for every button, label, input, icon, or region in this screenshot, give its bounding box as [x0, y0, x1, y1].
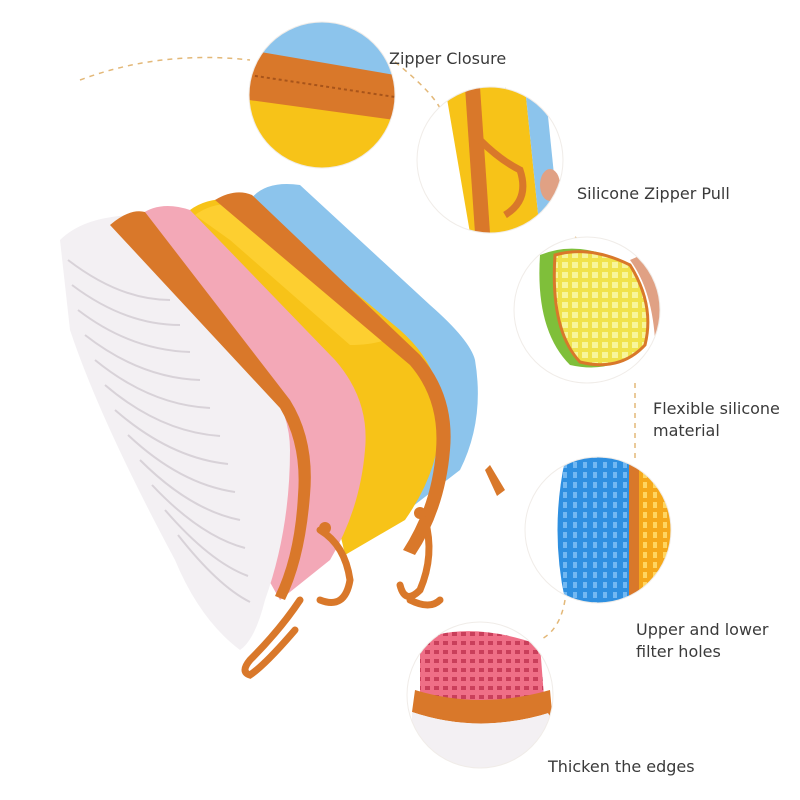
label-thicken-edges: Thicken the edges [548, 757, 695, 776]
label-zipper-closure: Zipper Closure [389, 49, 507, 68]
flexible-silicone-detail-photo [514, 237, 660, 383]
zipper-closure-detail-photo [249, 22, 395, 168]
label-filter-holes: Upper and lower filter holes [636, 620, 769, 661]
thicken-edges-detail-photo [407, 622, 553, 768]
label-silicone-zipper-pull: Silicone Zipper Pull [577, 184, 730, 203]
filter-holes-detail-photo [525, 457, 671, 603]
zipper-pull-detail-photo [417, 87, 563, 233]
label-flexible-silicone: Flexible silicone material [653, 399, 780, 440]
main-product-photo [60, 184, 505, 679]
